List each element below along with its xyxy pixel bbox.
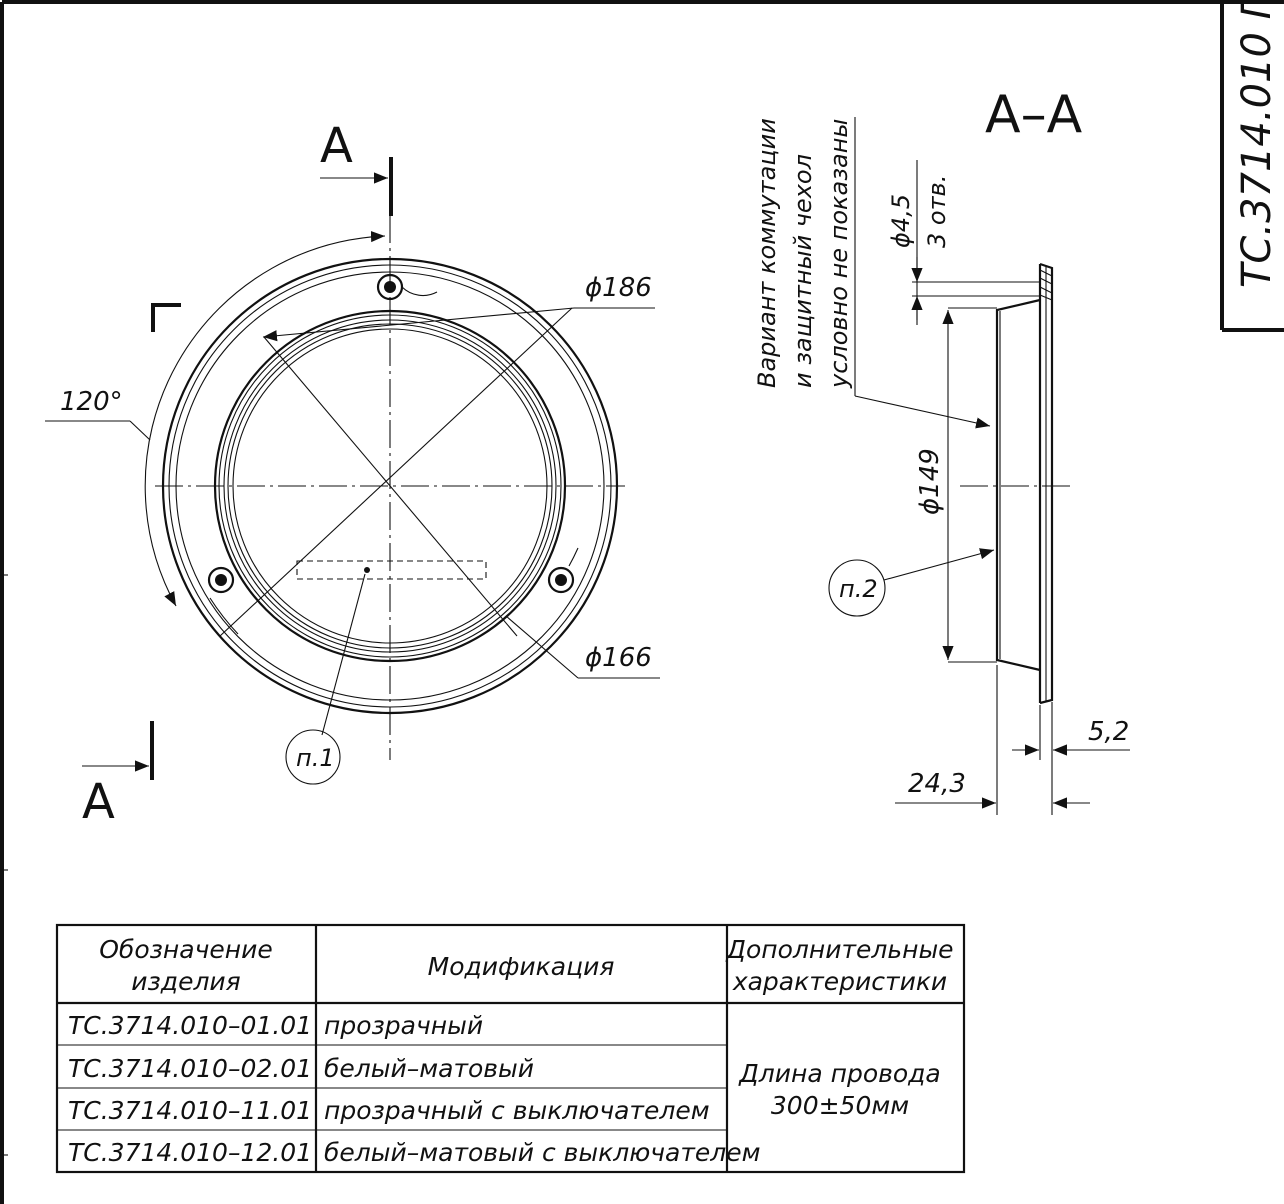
- extra-value-2: 300±50мм: [771, 1091, 909, 1120]
- row-1-modification: прозрачный: [324, 1011, 483, 1040]
- row-3-modification: прозрачный с выключателем: [324, 1096, 710, 1125]
- note-line-3: условно не показаны: [825, 119, 853, 389]
- row-2-designation: ТС.3714.010–02.01: [68, 1054, 312, 1083]
- header-extra-2: характеристики: [732, 967, 947, 996]
- callout-2: п.2: [839, 575, 878, 603]
- callout-1: п.1: [296, 744, 335, 772]
- section-view: А–А Вариант коммутации и защитный чехол …: [753, 85, 1130, 815]
- section-label: А–А: [985, 85, 1083, 145]
- note-line-1: Вариант коммутации: [753, 118, 781, 388]
- row-1-designation: ТС.3714.010–01.01: [68, 1011, 312, 1040]
- dim-hole: ϕ4,5: [887, 194, 915, 248]
- header-modification: Модификация: [428, 952, 615, 981]
- dim-inner: ϕ166: [585, 643, 652, 673]
- angle-label: 120°: [60, 387, 123, 417]
- row-4-designation: ТС.3714.010–12.01: [68, 1138, 312, 1167]
- mount-hole-right: [547, 566, 575, 594]
- doc-number: ТС.3714.010 ГЧ: [1234, 0, 1280, 288]
- row-4-modification: белый–матовый с выключателем: [324, 1138, 761, 1167]
- header-designation-2: изделия: [131, 967, 240, 996]
- note-line-2: и защитный чехол: [789, 154, 817, 388]
- doc-number-box: ТС.3714.010 ГЧ: [1220, 0, 1284, 332]
- modification-table: Обозначение изделия Модификация Дополнит…: [55, 923, 966, 1174]
- dim-depth: 24,3: [908, 769, 966, 799]
- front-view: 120° А А ϕ186 ϕ166 п.1: [45, 118, 660, 830]
- dim-height: ϕ149: [915, 448, 945, 515]
- cut-letter-bottom: А: [82, 774, 115, 830]
- row-2-modification: белый–матовый: [324, 1054, 534, 1083]
- header-designation-1: Обозначение: [99, 935, 272, 964]
- cut-letter-top: А: [320, 118, 353, 174]
- dim-outer: ϕ186: [585, 273, 652, 303]
- mount-hole-left: [207, 566, 235, 594]
- hole-hatch: [1039, 269, 1053, 301]
- row-3-designation: ТС.3714.010–11.01: [68, 1096, 312, 1125]
- extra-value-1: Длина провода: [738, 1059, 941, 1088]
- dim-thickness: 5,2: [1088, 717, 1129, 747]
- dim-hole-count: 3 отв.: [923, 175, 951, 248]
- header-extra-1: Дополнительные: [725, 935, 953, 964]
